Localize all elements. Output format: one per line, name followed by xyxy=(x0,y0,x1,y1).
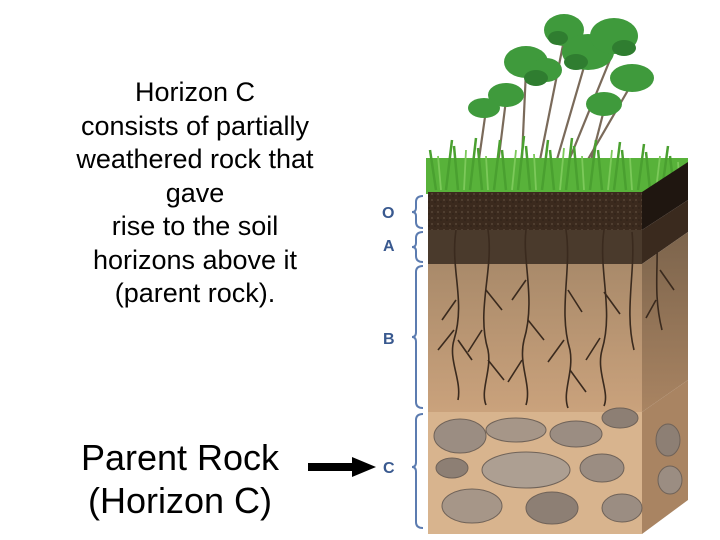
parent-rock-label-line2: (Horizon C) xyxy=(40,479,320,522)
description-line: consists of partially xyxy=(10,110,380,144)
horizon-brackets xyxy=(412,196,423,528)
horizon-label-c: C xyxy=(383,460,395,477)
horizon-label-b: B xyxy=(383,331,395,348)
parent-rock-label: Parent Rock (Horizon C) xyxy=(40,436,320,522)
tree-group xyxy=(468,14,654,180)
horizon-c-description: Horizon C consists of partially weathere… xyxy=(10,76,380,311)
description-line: rise to the soil xyxy=(10,210,380,244)
description-line: horizons above it xyxy=(10,244,380,278)
horizon-a-layer xyxy=(428,230,642,264)
grass xyxy=(426,136,688,194)
description-line: gave xyxy=(10,177,380,211)
description-line: weathered rock that xyxy=(10,143,380,177)
soil-profile-diagram: O A B C xyxy=(376,0,706,540)
description-line: Horizon C xyxy=(10,76,380,110)
horizon-label-o: O xyxy=(382,205,394,222)
horizon-b-layer xyxy=(428,264,642,412)
horizon-label-a: A xyxy=(383,238,395,255)
parent-rock-label-line1: Parent Rock xyxy=(40,436,320,479)
description-line: (parent rock). xyxy=(10,277,380,311)
pointer-arrow xyxy=(306,455,378,479)
